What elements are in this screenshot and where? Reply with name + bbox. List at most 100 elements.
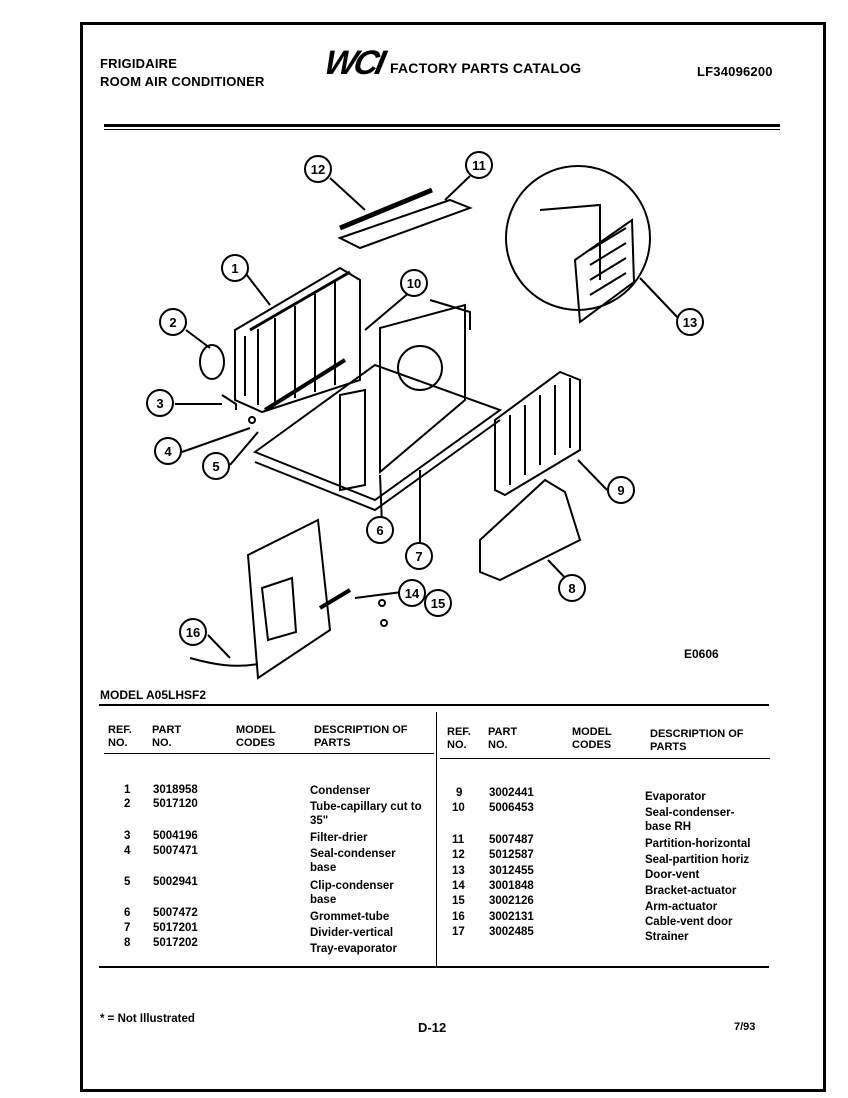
- part-no: 5007472: [153, 907, 198, 919]
- brand-name: FRIGIDAIRE: [100, 56, 178, 71]
- callout-2: 2: [159, 308, 187, 336]
- ref-no: 3: [124, 830, 131, 842]
- ref-no: 13: [452, 865, 465, 877]
- part-description: Filter-drier: [310, 832, 368, 844]
- part-no: 3012455: [489, 865, 534, 877]
- part-description: Evaporator: [645, 791, 706, 803]
- catalog-title: FACTORY PARTS CATALOG: [390, 60, 582, 76]
- part-description: Cable-vent door: [645, 916, 733, 928]
- ref-no: 15: [452, 895, 465, 907]
- svg-text:6: 6: [376, 523, 383, 538]
- part-description: Partition-horizontal: [645, 838, 751, 850]
- ref-no: 12: [452, 849, 465, 861]
- part-no: 3002485: [489, 926, 534, 938]
- part-description: Arm-actuator: [645, 901, 718, 913]
- header-ref-left: REF. NO.: [108, 724, 132, 749]
- ref-no: 1: [124, 784, 131, 796]
- model-label: MODEL A05LHSF2: [100, 688, 207, 702]
- part-description: Strainer: [645, 931, 689, 943]
- part-no: 3002126: [489, 895, 534, 907]
- ref-no: 14: [452, 880, 465, 892]
- ref-no: 17: [452, 926, 465, 938]
- ref-no: 6: [124, 907, 131, 919]
- part-no: 3002441: [489, 787, 534, 799]
- header-rule: [104, 124, 780, 127]
- part-no: 5002941: [153, 876, 198, 888]
- ref-no: 9: [456, 787, 463, 799]
- page-frame: [80, 22, 826, 1092]
- svg-text:12: 12: [311, 162, 325, 177]
- header-ref-right: REF. NO.: [447, 726, 471, 751]
- header-description-right: DESCRIPTION OF PARTS: [650, 728, 744, 753]
- part-no: 5012587: [489, 849, 534, 861]
- part-no: 5007487: [489, 834, 534, 846]
- svg-text:13: 13: [683, 315, 697, 330]
- ref-no: 4: [124, 845, 131, 857]
- callout-5: 5: [202, 452, 230, 480]
- svg-text:11: 11: [472, 158, 486, 173]
- callout-9: 9: [607, 476, 635, 504]
- callout-1: 1: [221, 254, 249, 282]
- callout-16: 16: [179, 618, 207, 646]
- part-no: 5017202: [153, 937, 198, 949]
- callout-7: 7: [405, 542, 433, 570]
- part-no: 5017201: [153, 922, 198, 934]
- product-name: ROOM AIR CONDITIONER: [100, 74, 265, 89]
- header-model-codes-right: MODEL CODES: [572, 726, 612, 751]
- svg-text:9: 9: [617, 483, 624, 498]
- header-rule-thin: [104, 129, 780, 130]
- svg-text:14: 14: [405, 586, 420, 601]
- ref-no: 10: [452, 802, 465, 814]
- catalog-number: LF34096200: [697, 64, 773, 79]
- svg-text:2: 2: [169, 315, 176, 330]
- part-description: Seal-condenser base: [310, 848, 396, 874]
- part-description: Grommet-tube: [310, 911, 390, 923]
- svg-text:16: 16: [186, 625, 200, 640]
- part-no: 5006453: [489, 802, 534, 814]
- page-number: D-12: [418, 1020, 447, 1035]
- svg-text:10: 10: [407, 276, 421, 291]
- header-model-codes-left: MODEL CODES: [236, 724, 276, 749]
- part-description: Door-vent: [645, 869, 700, 881]
- part-description: Bracket-actuator: [645, 885, 737, 897]
- ref-no: 2: [124, 798, 131, 810]
- header-rule-left: [104, 753, 434, 754]
- svg-text:3: 3: [156, 396, 163, 411]
- svg-text:15: 15: [431, 596, 445, 611]
- header-part-left: PART NO.: [152, 724, 182, 749]
- part-description: Clip-condenser base: [310, 880, 394, 906]
- ref-no: 16: [452, 911, 465, 923]
- header-rule-right: [440, 758, 770, 759]
- table-bottom-rule: [99, 966, 769, 968]
- header-description-left: DESCRIPTION OF PARTS: [314, 724, 408, 749]
- callout-14: 14: [398, 579, 426, 607]
- callout-11: 11: [465, 151, 493, 179]
- part-description: Condenser: [310, 785, 371, 797]
- part-description: Seal-partition horiz: [645, 854, 750, 866]
- part-no: 3018958: [153, 784, 198, 796]
- part-description: Seal-condenser-base RH: [645, 807, 735, 833]
- part-description: Tray-evaporator: [310, 943, 397, 955]
- drawing-code: E0606: [684, 647, 719, 661]
- callout-3: 3: [146, 389, 174, 417]
- part-description: Tube-capillary cut to 35": [310, 801, 422, 827]
- svg-text:1: 1: [231, 261, 238, 276]
- part-no: 5017120: [153, 798, 198, 810]
- callout-6: 6: [366, 516, 394, 544]
- not-illustrated-note: * = Not Illustrated: [100, 1013, 195, 1025]
- part-description: Divider-vertical: [310, 927, 394, 939]
- callout-8: 8: [558, 574, 586, 602]
- ref-no: 11: [452, 834, 465, 846]
- svg-text:8: 8: [568, 581, 575, 596]
- callout-12: 12: [304, 155, 332, 183]
- ref-no: 5: [124, 876, 131, 888]
- callout-13: 13: [676, 308, 704, 336]
- ref-no: 7: [124, 922, 131, 934]
- ref-no: 8: [124, 937, 131, 949]
- callout-10: 10: [400, 269, 428, 297]
- svg-text:7: 7: [415, 549, 422, 564]
- part-no: 5007471: [153, 845, 198, 857]
- svg-text:4: 4: [164, 444, 172, 459]
- callout-4: 4: [154, 437, 182, 465]
